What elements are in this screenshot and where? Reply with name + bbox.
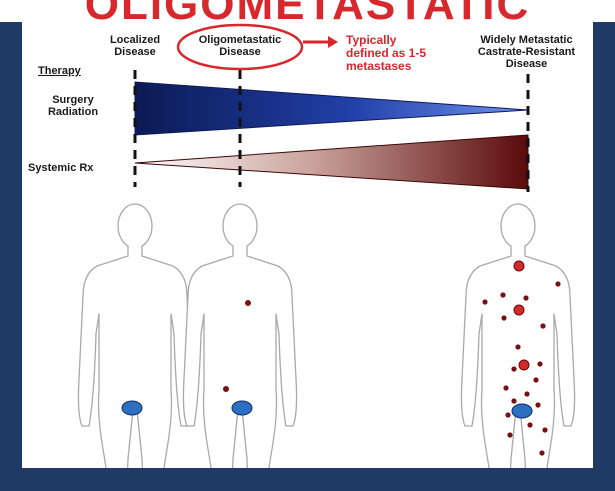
banner: OLIGOMETASTATIC xyxy=(0,0,615,22)
lesion xyxy=(537,361,542,366)
lesion xyxy=(507,432,512,437)
lesion xyxy=(482,299,487,304)
stage-localized-label: Localized Disease xyxy=(98,34,172,58)
lesion xyxy=(505,412,510,417)
lesion xyxy=(245,300,251,306)
systemic-rx-wedge xyxy=(135,135,528,189)
lesion xyxy=(511,366,516,371)
lesion xyxy=(501,315,506,320)
therapy-header: Therapy xyxy=(38,65,108,77)
surgery-radiation-wedge xyxy=(135,82,528,135)
lesion xyxy=(535,402,540,407)
surgery-radiation-label: Surgery Radiation xyxy=(38,94,108,118)
body-localized xyxy=(78,204,191,468)
lesion xyxy=(542,427,547,432)
lesion xyxy=(223,386,229,392)
lesion xyxy=(527,422,532,427)
lesion xyxy=(533,377,538,382)
oligometastatic-definition: Typically defined as 1-5 metastases xyxy=(346,34,456,73)
diagram-panel: Localized Disease Oligometastatic Diseas… xyxy=(22,22,593,468)
lesion xyxy=(523,295,528,300)
annotation-arrowhead xyxy=(328,36,338,48)
stage-oligometastatic-label: Oligometastatic Disease xyxy=(185,34,295,58)
prostate-widely-metastatic xyxy=(512,404,532,418)
banner-title: OLIGOMETASTATIC xyxy=(0,0,615,22)
stage-widely-metastatic-label: Widely Metastatic Castrate-Resistant Dis… xyxy=(460,34,593,70)
lesion xyxy=(500,292,505,297)
lesion-large xyxy=(514,261,524,271)
prostate-localized xyxy=(122,401,142,415)
lesion xyxy=(540,323,545,328)
prostate-oligometastatic xyxy=(232,401,252,415)
lesion xyxy=(511,398,516,403)
body-oligometastatic xyxy=(183,204,296,468)
lesion xyxy=(539,450,544,455)
lesion xyxy=(555,281,560,286)
lesion xyxy=(524,391,529,396)
lesion-large xyxy=(519,360,529,370)
lesion xyxy=(515,344,520,349)
body-widely-metastatic xyxy=(461,204,574,468)
systemic-rx-label: Systemic Rx xyxy=(28,162,124,174)
diagram-canvas xyxy=(22,22,593,468)
lesion-large xyxy=(514,305,524,315)
lesion xyxy=(503,385,508,390)
